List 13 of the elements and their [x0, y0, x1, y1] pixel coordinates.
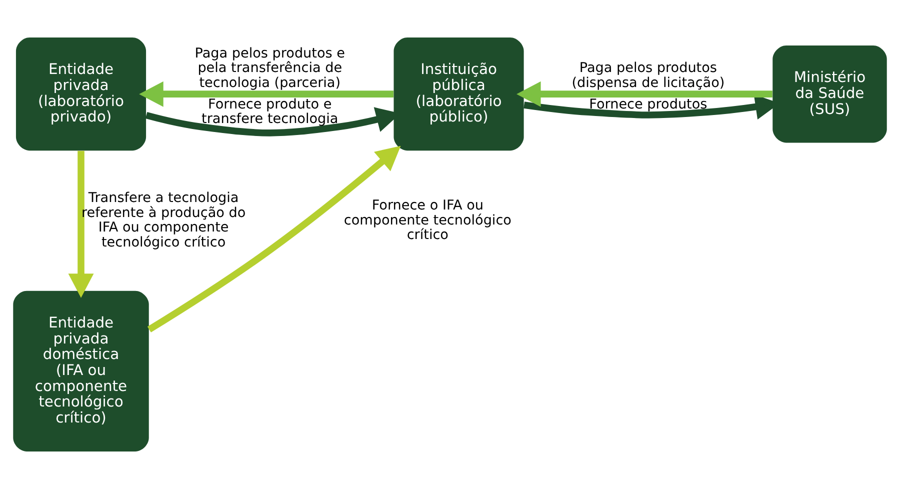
edge-label: Paga pelos produtos e pela transferência de tecnologia (parceria) — [194, 44, 346, 90]
arrow — [516, 80, 772, 106]
node-box: Ministério da Saúde (SUS) — [772, 44, 887, 142]
arrow — [147, 145, 401, 332]
edge-label: Fornece produtos — [589, 96, 708, 112]
arrow — [68, 150, 94, 298]
edge-label: Fornece produto e transfere tecnologia — [202, 96, 338, 127]
node-box: Entidade privada (laboratório privado) — [16, 37, 146, 150]
arrow — [139, 80, 394, 106]
node-box: Entidade privada doméstica (IFA ou componente tecnológico crítico) — [13, 290, 149, 451]
node-box: Instituição pública (laboratório público) — [394, 37, 524, 150]
edge-label: Fornece o IFA ou componente tecnológico crítico — [344, 197, 512, 242]
edge-label: Paga pelos produtos (dispensa de licitação) — [572, 60, 725, 90]
